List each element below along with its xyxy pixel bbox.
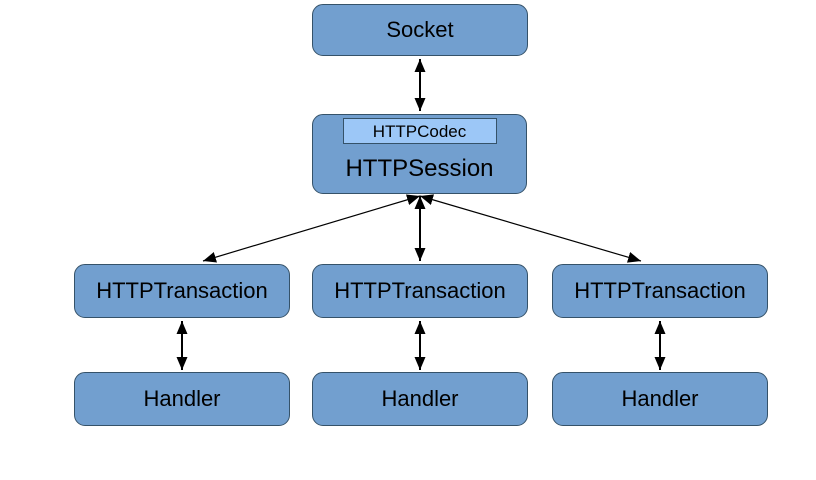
httptransaction-label-1: HTTPTransaction xyxy=(96,278,268,303)
session-transaction-left-arrow xyxy=(202,194,421,263)
httpcodec-badge: HTTPCodec xyxy=(342,118,497,144)
handler-label-1: Handler xyxy=(143,386,221,411)
socket-label: Socket xyxy=(386,17,454,42)
handler-node-1: Handler xyxy=(74,372,290,426)
handler-label-2: Handler xyxy=(381,386,459,411)
httptransaction-label-2: HTTPTransaction xyxy=(334,278,506,303)
httptransaction-node-3: HTTPTransaction xyxy=(552,264,768,318)
httpsession-label: HTTPSession xyxy=(345,155,494,182)
httpcodec-label: HTTPCodec xyxy=(372,121,467,141)
socket-node: Socket xyxy=(312,4,528,56)
httptransaction-node-2: HTTPTransaction xyxy=(312,264,528,318)
session-transaction-right-arrow xyxy=(419,194,642,263)
httptransaction-label-3: HTTPTransaction xyxy=(574,278,746,303)
httpsession-node: HTTPCodec HTTPSession xyxy=(312,114,527,194)
handler-node-2: Handler xyxy=(312,372,528,426)
handler-node-3: Handler xyxy=(552,372,768,426)
httptransaction-node-1: HTTPTransaction xyxy=(74,264,290,318)
handler-label-3: Handler xyxy=(621,386,699,411)
